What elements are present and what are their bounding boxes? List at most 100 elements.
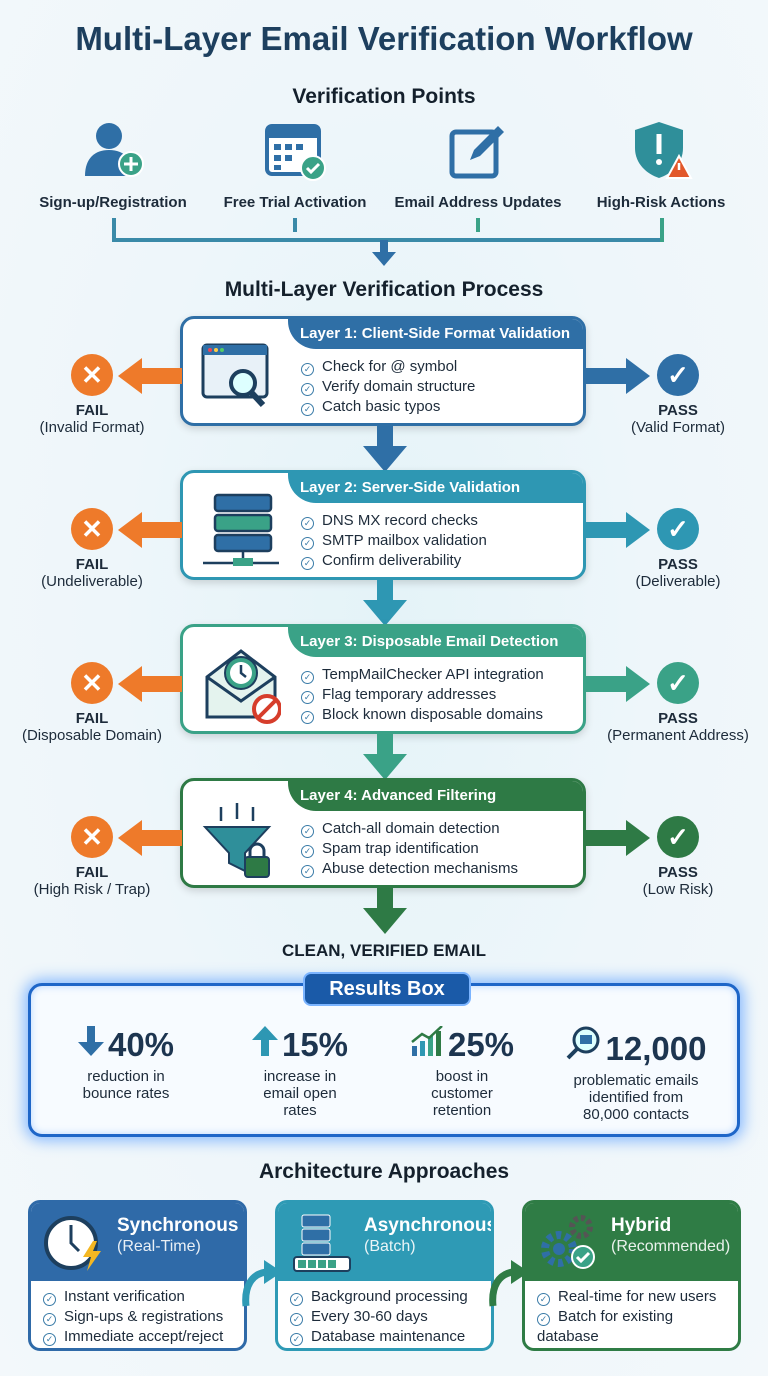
fail-x-icon: ✕ [71, 816, 113, 858]
verification-points-heading: Verification Points [292, 85, 476, 108]
stat-3: 25% boost in customer retention [377, 1025, 547, 1119]
card-title: Synchronous [117, 1215, 239, 1236]
check-circle-icon: ✓ [290, 1313, 303, 1326]
check-circle-icon: ✓ [301, 537, 314, 550]
pass-check-icon: ✓ [657, 662, 699, 704]
card-title: Asynchronous [364, 1215, 494, 1236]
card-item-text: Instant verification [64, 1288, 185, 1305]
pass-result: ✓PASS(Deliverable) [603, 508, 753, 590]
architecture-card-hybrid: Hybrid(Recommended)✓Real-time for new us… [522, 1200, 741, 1351]
shield-alert-icon [566, 118, 756, 182]
curved-arrow-icon [240, 1258, 284, 1308]
fail-x-icon: ✕ [71, 662, 113, 704]
card-item-text: Every 30-60 days [311, 1308, 428, 1325]
check-circle-icon: ✓ [301, 517, 314, 530]
check-circle-icon: ✓ [301, 363, 314, 376]
fail-label: FAIL [75, 710, 109, 727]
card-list: ✓Real-time for new users✓ Batch for exist… [525, 1281, 738, 1348]
check-text: Block known disposable domains [322, 706, 543, 723]
fail-arrow-icon [118, 512, 182, 548]
card-item: ✓ Every 30-60 days [290, 1307, 491, 1327]
verification-point-4: High-Risk Actions [566, 118, 756, 211]
bar-chart-up-icon [410, 1025, 444, 1063]
fail-arrow-icon [118, 358, 182, 394]
card-subtitle: (Real-Time) [117, 1238, 201, 1255]
layer-1-box: Layer 1: Client-Side Format Validation✓C… [180, 316, 586, 426]
check-item: ✓Abuse detection mechanisms [301, 859, 518, 879]
check-item: ✓Catch basic typos [301, 397, 475, 417]
verification-point-label: Sign-up/Registration [39, 194, 187, 211]
architecture-heading: Architecture Approaches [258, 1160, 510, 1183]
stat-description: boost in customer retention [431, 1068, 493, 1119]
card-item: ✓Real-time for new users [537, 1287, 738, 1307]
stat-value-row: 40% [41, 1026, 211, 1064]
layer-4-box: Layer 4: Advanced Filtering✓Catch-all do… [180, 778, 586, 888]
check-circle-icon: ✓ [301, 711, 314, 724]
stat-description: problematic emails identified from 80,00… [573, 1072, 699, 1123]
stat-value: 40% [107, 1026, 175, 1063]
stat-value-row: 12,000 [551, 1026, 721, 1068]
card-subtitle: (Recommended) [611, 1238, 731, 1255]
connector-line [293, 218, 297, 232]
funnel-lock-icon [201, 801, 281, 881]
layer-checklist: ✓TempMailChecker API integration✓Flag te… [301, 665, 544, 725]
check-item: ✓Verify domain structure [301, 377, 475, 397]
check-text: TempMailChecker API integration [322, 666, 544, 683]
stat-2: 15%increase in email open rates [215, 1026, 385, 1119]
pass-check-icon: ✓ [657, 354, 699, 396]
fail-result: ✕FAIL(Invalid Format) [17, 354, 167, 436]
layer-title: Layer 4: Advanced Filtering [288, 781, 583, 811]
layer-title: Layer 1: Client-Side Format Validation [288, 319, 583, 349]
browser-search-icon [201, 339, 281, 419]
layer-checklist: ✓ Check for @ symbol ✓Verify domain struct… [301, 357, 475, 417]
check-item: ✓SMTP mailbox validation [301, 531, 487, 551]
card-list: ✓Background processing✓Every 30-60 days✓… [278, 1281, 491, 1347]
layer-checklist: ✓Catch-all domain detection✓Spam trap id… [301, 819, 518, 879]
stat-1: 40% reduction in bounce rates [41, 1026, 211, 1102]
pass-label: PASS [658, 402, 698, 419]
server-icon [201, 493, 281, 573]
check-circle-icon: ✓ [301, 845, 314, 858]
pass-arrow-icon [586, 358, 650, 394]
magnify-email-icon [566, 1026, 602, 1067]
check-item: ✓ Check for @ symbol [301, 357, 475, 377]
check-circle-icon: ✓ [537, 1293, 550, 1306]
pass-check-icon: ✓ [657, 508, 699, 550]
card-item-text: Sign-ups & registrations [64, 1308, 224, 1325]
check-circle-icon: ✓ [290, 1333, 303, 1346]
card-subtitle: (Batch) [364, 1238, 416, 1255]
check-circle-icon: ✓ [290, 1293, 303, 1306]
page-title: Multi-Layer Email Verification Workflow [75, 20, 693, 57]
pass-reason: (Valid Format) [631, 419, 725, 436]
fail-result: ✕FAIL(Disposable Domain) [17, 662, 167, 744]
pass-check-icon: ✓ [657, 816, 699, 858]
fail-reason: (High Risk / Trap) [33, 881, 151, 898]
check-text: Catch-all domain detection [322, 820, 500, 837]
process-heading: Multi-Layer Verification Process [224, 278, 544, 301]
check-circle-icon: ✓ [301, 691, 314, 704]
stat-description: reduction in bounce rates [82, 1068, 170, 1102]
card-item-text: Immediate accept/reject [64, 1328, 224, 1345]
pass-reason: (Permanent Address) [607, 727, 749, 744]
card-item: ✓Best of both approaches [537, 1347, 738, 1348]
check-item: ✓ Block known disposable domains [301, 705, 544, 725]
fail-arrow-icon [118, 666, 182, 702]
stat-value: 25% [447, 1026, 515, 1063]
check-circle-icon: ✓ [43, 1333, 56, 1346]
fail-label: FAIL [75, 864, 109, 881]
card-item-text: Batch for existing database [537, 1308, 674, 1345]
fail-result: ✕FAIL(Undeliverable) [17, 508, 167, 590]
results-box: Results Box 40%reduction in bounce rates… [28, 972, 740, 1137]
calendar-check-icon [200, 118, 390, 182]
pass-reason: (Deliverable) [635, 573, 721, 590]
check-circle-icon: ✓ [301, 403, 314, 416]
pass-result: ✓PASS(Permanent Address) [603, 662, 753, 744]
pass-arrow-icon [586, 666, 650, 702]
fail-reason: (Invalid Format) [39, 419, 145, 436]
stat-value: 15% [281, 1026, 349, 1063]
card-header: Hybrid(Recommended) [525, 1203, 738, 1281]
fail-label: FAIL [75, 402, 109, 419]
check-text: Abuse detection mechanisms [322, 860, 518, 877]
check-item: ✓Catch-all domain detection [301, 819, 518, 839]
check-text: Check for @ symbol [322, 358, 458, 375]
